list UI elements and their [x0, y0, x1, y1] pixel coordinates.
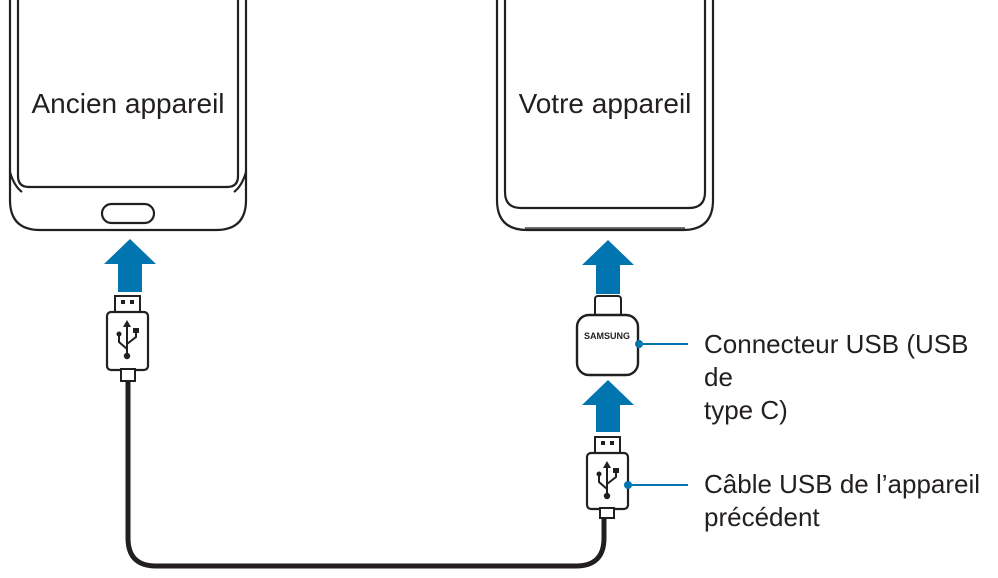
connector-brand: SAMSUNG — [584, 331, 630, 341]
new-phone — [495, 0, 715, 232]
home-button — [100, 202, 156, 225]
usb-plug-right — [585, 436, 630, 519]
usb-connector-callout-line1: Connecteur USB (USB de — [704, 329, 969, 392]
up-arrow-icon — [582, 240, 634, 294]
cable-callout: Câble USB de l’appareil précédent — [704, 468, 996, 534]
cable-callout-line2: précédent — [704, 502, 820, 532]
usb-connector-callout-line2: type C) — [704, 395, 788, 425]
cable-callout-line1: Câble USB de l’appareil — [704, 469, 981, 499]
callout-line-cable — [624, 481, 688, 489]
up-arrow-icon — [104, 239, 156, 292]
up-arrow-icon — [582, 380, 634, 432]
new-device-label: Votre appareil — [518, 88, 692, 119]
usb-cable — [125, 378, 607, 569]
usb-plug-left — [105, 295, 150, 382]
usb-symbol-icon — [596, 461, 619, 500]
old-phone — [8, 0, 248, 232]
usb-symbol-icon — [116, 320, 139, 360]
old-device-label: Ancien appareil — [31, 88, 225, 119]
callout-line-connector — [635, 340, 688, 348]
usb-c-connector: SAMSUNG — [575, 295, 640, 377]
usb-connector-callout: Connecteur USB (USB de type C) — [704, 328, 996, 427]
